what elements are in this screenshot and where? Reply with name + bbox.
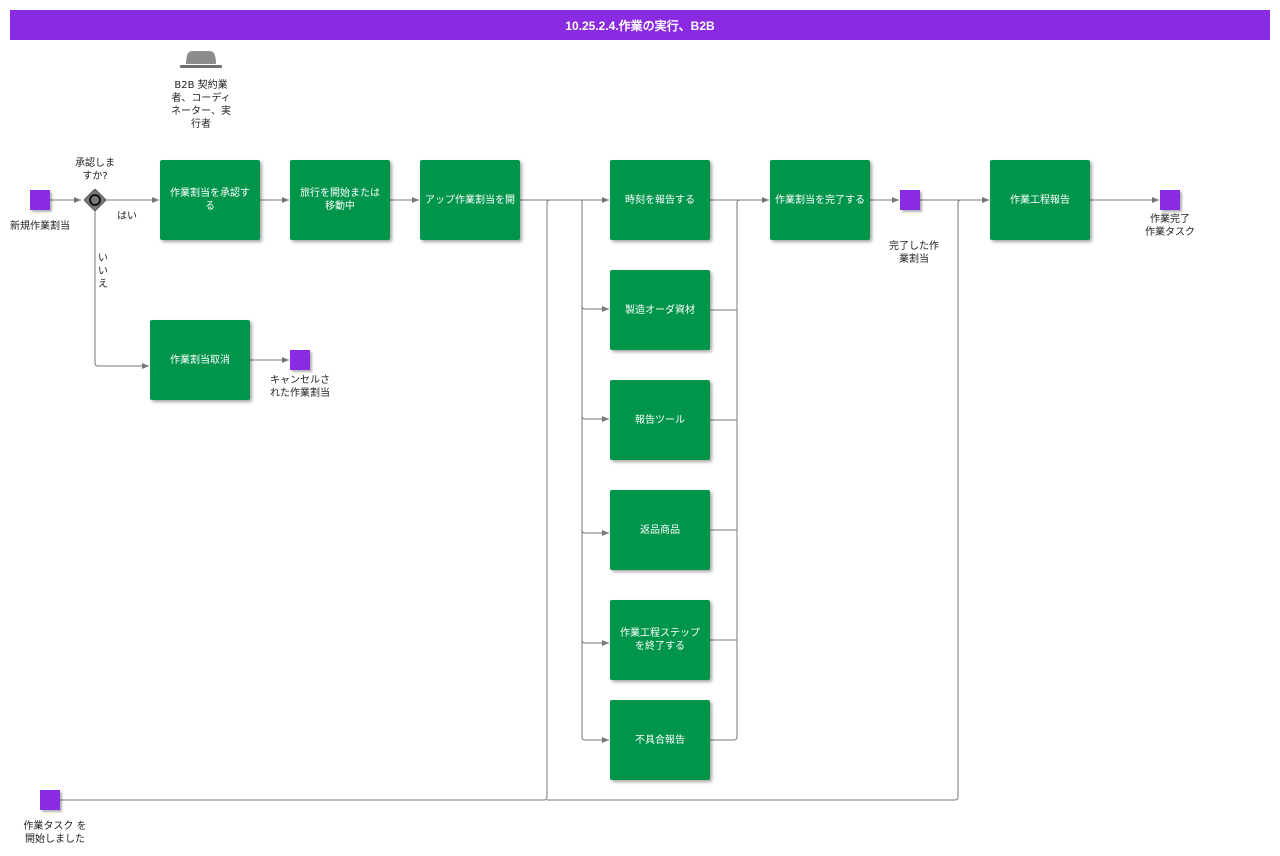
flow-to-materials [581,305,609,312]
task-complete-label: 作業完了 作業タスク [1145,214,1195,238]
task-process-report[interactable]: 作業工程報告 [990,160,1090,240]
cancelled-event-label: キャンセルさ れた作業割当 [270,375,330,399]
task-label: 製造オーダ資材 [625,304,695,316]
gateway-diamond[interactable] [84,189,106,211]
completed-assignment-event[interactable] [900,190,920,210]
task-label: 旅行を開始または 移動中 [300,188,380,212]
start-event[interactable] [30,190,50,210]
task-report-tools[interactable]: 報告ツール [610,380,710,460]
task-label: 作業割当を承認す る [170,188,250,212]
task-started-event[interactable] [40,790,60,810]
task-label: 返品商品 [640,524,680,536]
task-complete-assignment[interactable]: 作業割当を完了する [770,160,870,240]
task-label: 不具合報告 [635,734,685,746]
start-event-label: 新規作業割当 [10,221,70,232]
flow-merge-bus [710,199,741,741]
task-end-process-step[interactable]: 作業工程ステップ を終了する [610,600,710,680]
completed-assignment-label: 完了した作 業割当 [889,241,939,265]
task-started-label: 作業タスク を 開始しました [23,821,87,845]
task-report-time[interactable]: 時刻を報告する [610,160,710,240]
gateway-no-label: い い え [98,253,108,290]
task-complete-end-event[interactable] [1160,190,1180,210]
task-label: 報告ツール [635,414,685,426]
diagram-title: 10.25.2.4.作業の実行、B2B [565,18,715,33]
task-label: アップ作業割当を開 [425,194,515,206]
task-returned-items[interactable]: 返品商品 [610,490,710,570]
diagram-title-bar: 10.25.2.4.作業の実行、B2B [10,10,1270,40]
flow-gateway-no [94,211,149,369]
role-label: B2B 契約業 者、コーディ ネーター、実 行者 [171,80,231,130]
gateway-question-label: 承認しま すか? [75,158,115,182]
task-label: 作業工程ステップ を終了する [620,628,700,652]
task-label: 作業割当を完了する [775,194,865,206]
task-label: 時刻を報告する [625,194,695,206]
task-start-travel[interactable]: 旅行を開始または 移動中 [290,160,390,240]
flow-branch-bus [581,200,586,741]
gateway-yes-label: はい [117,211,137,222]
task-approve-assignment[interactable]: 作業割当を承認す る [160,160,260,240]
flow-to-returns [581,529,609,536]
flow-task-started [60,199,551,801]
task-open-app-assignment[interactable]: アップ作業割当を開 [420,160,520,240]
flow-to-tools [581,415,609,422]
task-label: 作業割当取消 [170,354,230,366]
task-production-materials[interactable]: 製造オーダ資材 [610,270,710,350]
task-defect-report[interactable]: 不具合報告 [610,700,710,780]
hat-icon [180,51,222,68]
flow-bottom-to-report [547,197,989,801]
cancelled-event[interactable] [290,350,310,370]
task-label: 作業工程報告 [1010,194,1070,206]
task-cancel-assignment[interactable]: 作業割当取消 [150,320,250,400]
flow-to-endstep [581,639,609,646]
